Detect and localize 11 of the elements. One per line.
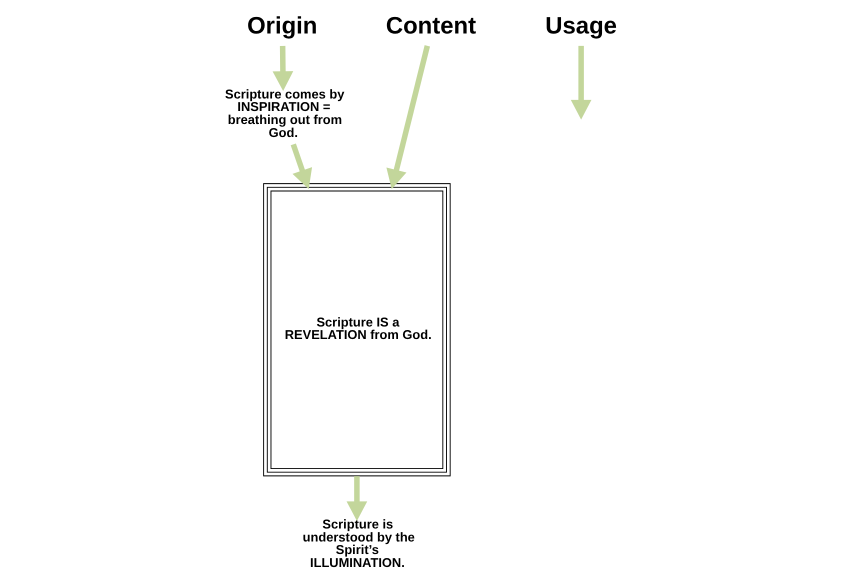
arrow — [386, 45, 430, 190]
node-text: Content — [385, 12, 476, 40]
node-box: Scripture IS a REVELATION from God. — [262, 183, 450, 476]
node-text: Scripture comes by INSPIRATION = breathing out from God. — [224, 86, 344, 140]
node-text: Origin — [246, 12, 317, 40]
node-text: Scripture is understood by the Spirit’s ILLUMINATION. — [302, 516, 414, 570]
arrow — [346, 476, 367, 522]
arrow — [290, 144, 312, 190]
node-text: Usage — [544, 12, 616, 40]
arrow — [272, 46, 293, 91]
arrow — [570, 46, 591, 120]
